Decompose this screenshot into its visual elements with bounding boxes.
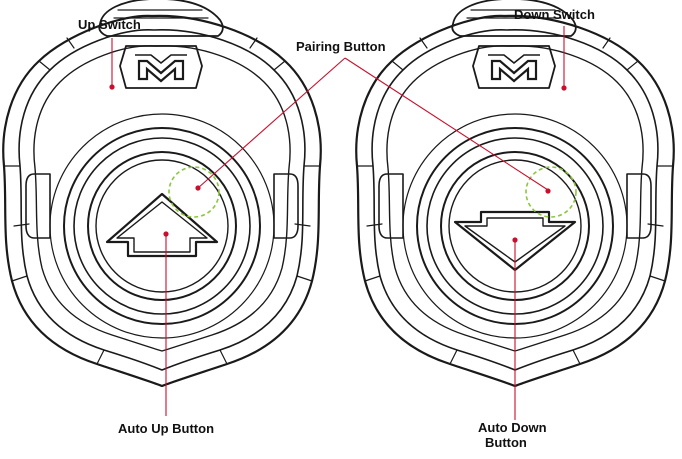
pairing-button-highlight-right — [525, 166, 577, 218]
label-auto-up-button: Auto Up Button — [118, 421, 214, 436]
leader-lines — [111, 26, 565, 420]
label-auto-down-line1: Auto Down — [478, 420, 547, 435]
up-arrow-icon — [105, 192, 219, 258]
label-up-switch: Up Switch — [78, 17, 141, 32]
leader-pairing-left — [197, 57, 346, 189]
down-switch-remote — [355, 0, 675, 388]
leader-pairing-right — [344, 57, 549, 191]
label-pairing-button: Pairing Button — [296, 39, 386, 54]
label-down-switch: Down Switch — [514, 7, 595, 22]
logo-icon — [133, 53, 189, 83]
label-auto-down-line2: Button — [485, 435, 527, 450]
logo-icon — [486, 53, 542, 83]
pairing-button-highlight-left — [168, 166, 220, 218]
leader-dots — [109, 84, 567, 243]
down-arrow-icon — [453, 210, 577, 272]
up-switch-remote — [2, 0, 322, 388]
